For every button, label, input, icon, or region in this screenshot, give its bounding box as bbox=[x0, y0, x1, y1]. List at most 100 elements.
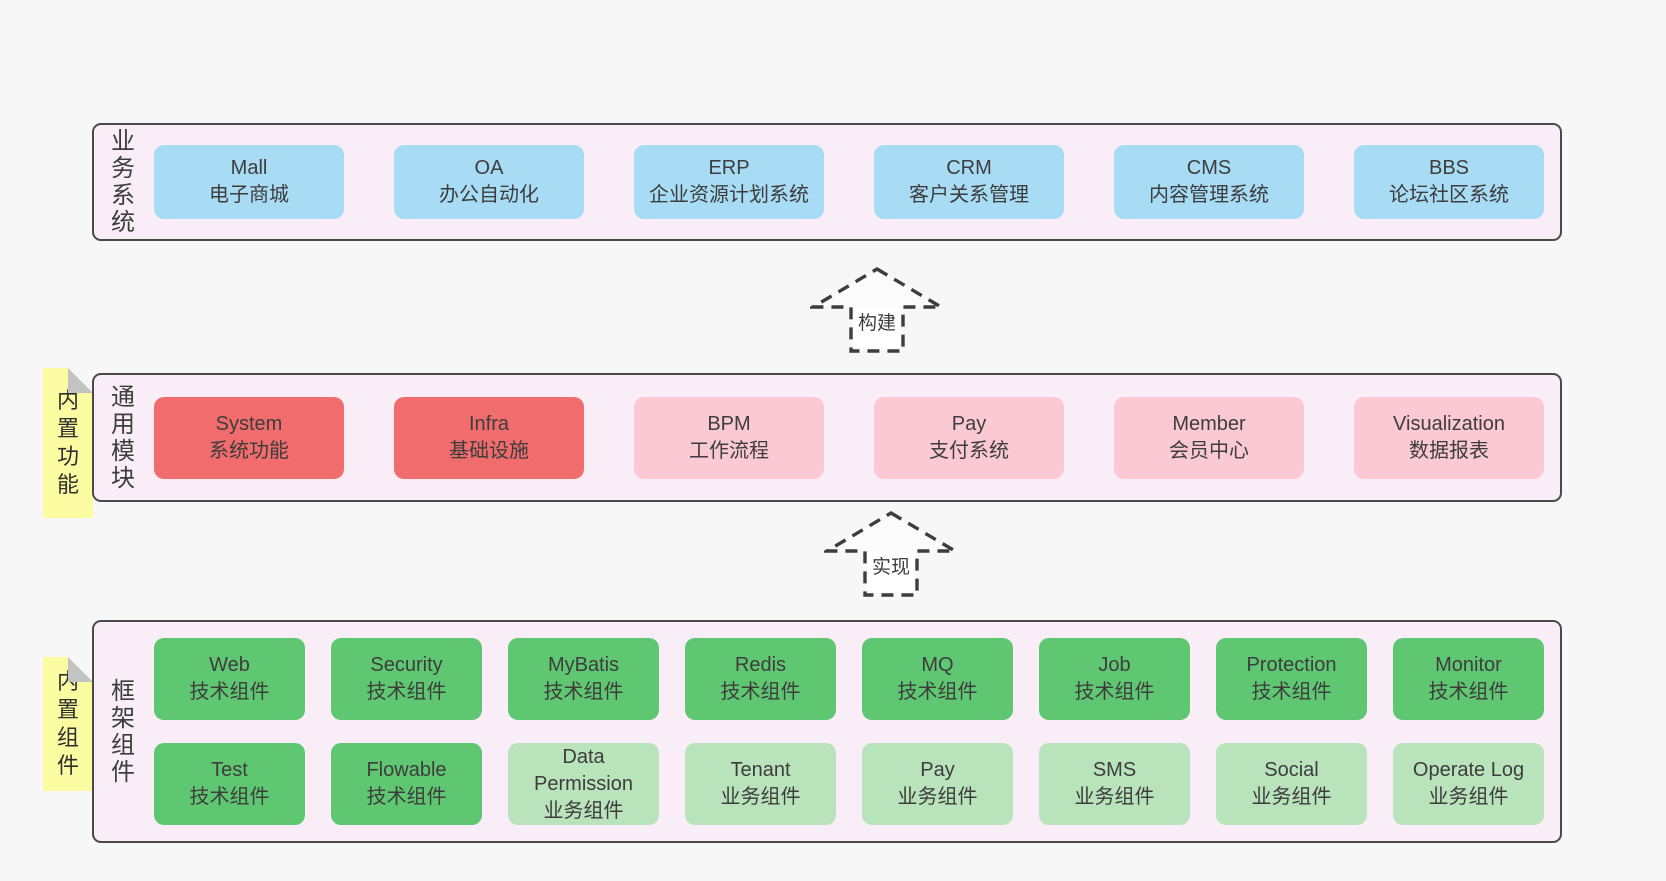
box-title: Member bbox=[1172, 412, 1246, 435]
box-title: Mall bbox=[230, 157, 268, 179]
box-title: CRM bbox=[946, 157, 992, 179]
box-modules-pay: Pay 支付系统 bbox=[874, 396, 1064, 479]
box-title: BBS bbox=[1428, 157, 1470, 179]
box-subtitle: 会员中心 bbox=[1169, 439, 1249, 462]
box-subtitle: 办公自动化 bbox=[439, 184, 539, 206]
box-grid: System 系统功能 Infra 基础设施 BPM 工作流程 Pay 支付系统 Member 会… bbox=[154, 375, 1544, 500]
box-components-sms: SMS 业务组件 bbox=[1039, 743, 1190, 825]
box-components-protection: Protection 技术组件 bbox=[1216, 638, 1367, 720]
layer-label-framework-components: 框架组件 bbox=[111, 677, 135, 786]
box-components-flowable: Flowable 技术组件 bbox=[331, 743, 482, 825]
arrow-label: 实现 bbox=[872, 556, 910, 578]
box-subtitle: 业务组件 bbox=[1251, 786, 1332, 808]
box-title: BPM bbox=[707, 412, 751, 435]
box-modules-bpm: BPM 工作流程 bbox=[634, 396, 824, 479]
box-subtitle: 基础设施 bbox=[449, 439, 529, 462]
box-subtitle: 支付系统 bbox=[929, 439, 1009, 462]
box-components-operate-log: Operate Log 业务组件 bbox=[1393, 743, 1544, 825]
box-components-pay: Pay 业务组件 bbox=[862, 743, 1013, 825]
box-business-oa: OA 办公自动化 bbox=[394, 145, 584, 219]
box-grid: Mall 电子商城 OA 办公自动化 ERP 企业资源计划系统 CRM 客户关系管理 CMS 内容… bbox=[154, 125, 1544, 239]
box-subtitle: 技术组件 bbox=[1074, 681, 1155, 703]
box-components-mq: MQ 技术组件 bbox=[862, 638, 1013, 720]
box-subtitle: 系统功能 bbox=[209, 439, 289, 462]
box-subtitle: 客户关系管理 bbox=[909, 184, 1029, 206]
box-title: CMS bbox=[1186, 157, 1232, 179]
box-subtitle: 业务组件 bbox=[720, 786, 801, 808]
sticky-note-label: 内置功能 bbox=[56, 388, 79, 497]
box-subtitle: 技术组件 bbox=[543, 681, 624, 703]
box-components-tenant: Tenant 业务组件 bbox=[685, 743, 836, 825]
layer-panel-business-systems: 业务系统 Mall 电子商城 OA 办公自动化 ERP 企业资源计划系统 CRM 客户关系管理… bbox=[92, 123, 1562, 241]
box-business-erp: ERP 企业资源计划系统 bbox=[634, 145, 824, 219]
box-title: Redis bbox=[734, 654, 787, 676]
box-subtitle: 技术组件 bbox=[189, 681, 270, 703]
box-business-mall: Mall 电子商城 bbox=[154, 145, 344, 219]
box-subtitle: 业务组件 bbox=[543, 799, 624, 822]
box-title: ERP bbox=[708, 157, 750, 179]
box-modules-visualization: Visualization 数据报表 bbox=[1354, 396, 1544, 479]
layer-label-business-systems: 业务系统 bbox=[111, 128, 135, 236]
box-title: Infra bbox=[468, 412, 510, 435]
box-row: System 系统功能 Infra 基础设施 BPM 工作流程 Pay 支付系统 Member 会… bbox=[154, 396, 1544, 479]
box-subtitle: 技术组件 bbox=[1428, 681, 1509, 703]
box-title: Protection bbox=[1246, 654, 1337, 676]
box-modules-infra: Infra 基础设施 bbox=[394, 396, 584, 479]
box-title: Tenant bbox=[730, 759, 791, 781]
sticky-note-label: 内置组件 bbox=[56, 669, 79, 778]
box-components-web: Web 技术组件 bbox=[154, 638, 305, 720]
box-title: Flowable bbox=[366, 759, 447, 781]
box-components-monitor: Monitor 技术组件 bbox=[1393, 638, 1544, 720]
box-subtitle: 技术组件 bbox=[366, 786, 447, 808]
box-title: Test bbox=[211, 759, 248, 781]
box-title: Monitor bbox=[1435, 654, 1502, 676]
box-row: Mall 电子商城 OA 办公自动化 ERP 企业资源计划系统 CRM 客户关系管理 CMS 内容… bbox=[154, 145, 1544, 219]
box-modules-system: System 系统功能 bbox=[154, 396, 344, 479]
box-title: Visualization bbox=[1393, 412, 1505, 435]
box-title: Data Permission bbox=[534, 745, 633, 795]
box-subtitle: 业务组件 bbox=[1074, 786, 1155, 808]
box-title: OA bbox=[474, 157, 504, 179]
arrow-label: 构建 bbox=[858, 312, 896, 334]
box-subtitle: 业务组件 bbox=[897, 786, 978, 808]
box-subtitle: 工作流程 bbox=[689, 439, 769, 462]
box-title: System bbox=[215, 412, 283, 435]
box-subtitle: 技术组件 bbox=[1251, 681, 1332, 703]
box-subtitle: 企业资源计划系统 bbox=[649, 184, 809, 206]
box-components-data-permission: Data Permission 业务组件 bbox=[508, 743, 659, 825]
box-title: SMS bbox=[1092, 759, 1137, 781]
arrow-implement: 实现 bbox=[820, 510, 962, 603]
box-subtitle: 内容管理系统 bbox=[1149, 184, 1269, 206]
box-components-mybatis: MyBatis 技术组件 bbox=[508, 638, 659, 720]
box-title: MyBatis bbox=[547, 654, 620, 676]
box-title: Pay bbox=[951, 412, 987, 435]
box-title: Pay bbox=[920, 759, 955, 781]
box-title: MQ bbox=[921, 654, 954, 676]
box-title: Operate Log bbox=[1412, 759, 1525, 781]
box-subtitle: 数据报表 bbox=[1409, 439, 1489, 462]
box-business-bbs: BBS 论坛社区系统 bbox=[1354, 145, 1544, 219]
box-modules-member: Member 会员中心 bbox=[1114, 396, 1304, 479]
box-title: Web bbox=[209, 654, 250, 676]
box-subtitle: 业务组件 bbox=[1428, 786, 1509, 808]
box-business-crm: CRM 客户关系管理 bbox=[874, 145, 1064, 219]
arrow-build: 构建 bbox=[806, 266, 948, 359]
box-business-cms: CMS 内容管理系统 bbox=[1114, 145, 1304, 219]
sticky-note-built-in-components: 内置组件 bbox=[43, 657, 93, 791]
box-title: Security bbox=[370, 654, 443, 676]
sticky-note-built-in-features: 内置功能 bbox=[43, 368, 93, 518]
box-subtitle: 技术组件 bbox=[897, 681, 978, 703]
box-subtitle: 论坛社区系统 bbox=[1389, 184, 1509, 206]
box-subtitle: 电子商城 bbox=[209, 184, 289, 206]
